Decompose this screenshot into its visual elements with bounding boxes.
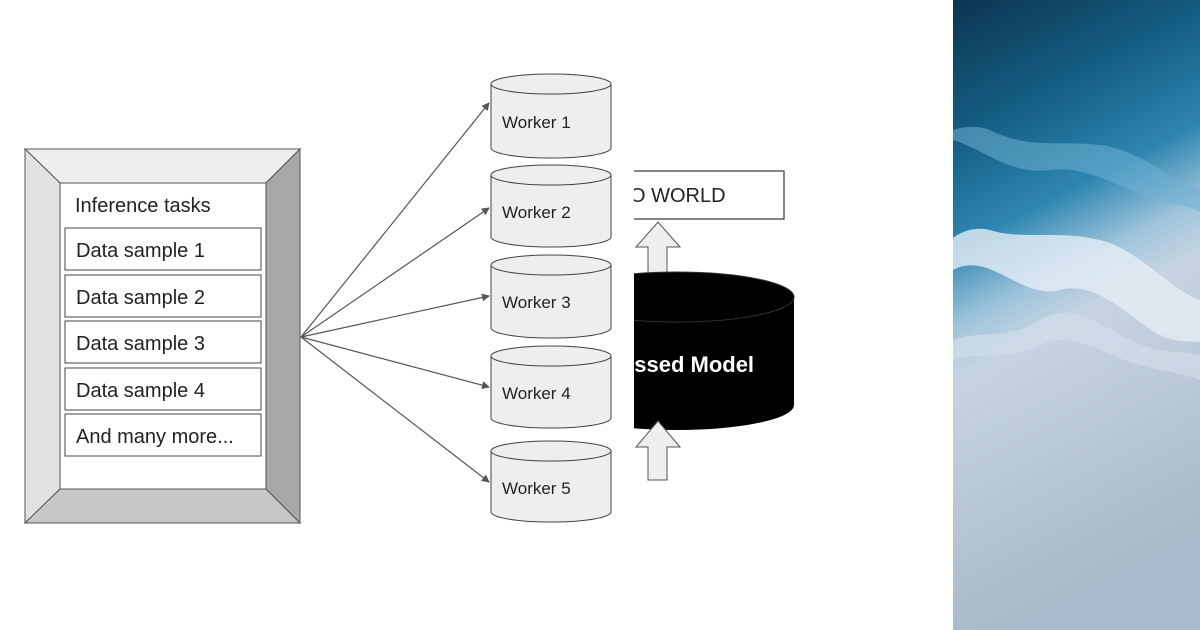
model-label: essed Model xyxy=(622,352,754,377)
sample-label-5: And many more... xyxy=(76,426,234,448)
panel-bevel-right xyxy=(265,147,301,525)
sample-label-1: Data sample 1 xyxy=(76,240,205,262)
worker-cylinder-5: Worker 5 xyxy=(490,440,612,523)
arrow-to-worker-2 xyxy=(300,207,490,338)
arrow-to-worker-4 xyxy=(300,336,490,390)
panel-title: Inference tasks xyxy=(75,195,211,217)
audio-waveform-icon xyxy=(635,481,814,599)
sample-label-3: Data sample 3 xyxy=(76,333,205,355)
dispatch-arrows xyxy=(300,102,490,483)
model-cylinder-rim xyxy=(634,271,795,323)
sample-box-5 xyxy=(64,413,262,457)
worker-cylinder-2: Worker 2 xyxy=(490,164,612,248)
arrow-up-icon xyxy=(634,221,682,280)
sample-box-2 xyxy=(64,274,262,318)
surf-foam xyxy=(953,228,1200,342)
worker-label-2: Worker 2 xyxy=(502,203,571,222)
arrow-to-worker-1 xyxy=(300,102,490,338)
worker-cylinder-4: Worker 4 xyxy=(490,345,612,429)
sample-box-4 xyxy=(64,367,262,411)
sample-box-1 xyxy=(64,227,262,271)
worker-label-5: Worker 5 xyxy=(502,479,571,498)
output-box xyxy=(634,170,785,220)
surf-edge xyxy=(953,312,1200,380)
panel-bevel-bottom xyxy=(23,488,302,524)
arrow-to-worker-3 xyxy=(300,293,490,338)
worker-cylinder-3: Worker 3 xyxy=(490,254,612,339)
model-illustration: O WORLD essed Model xyxy=(622,170,814,599)
sample-label-2: Data sample 2 xyxy=(76,287,205,309)
ocean-photo xyxy=(953,0,1200,630)
worker-cylinder-1: Worker 1 xyxy=(490,73,612,159)
panel-bevel-top xyxy=(23,148,302,184)
panel-bevel-left xyxy=(24,147,61,525)
sample-label-4: Data sample 4 xyxy=(76,380,205,402)
arrow-up-icon xyxy=(634,420,682,481)
worker-label-4: Worker 4 xyxy=(502,384,571,403)
arrow-to-worker-5 xyxy=(300,336,490,483)
task-panel: Inference tasks Data sample 1 Data sampl… xyxy=(23,147,302,525)
worker-label-1: Worker 1 xyxy=(502,113,571,132)
worker-label-3: Worker 3 xyxy=(502,293,571,312)
model-cylinder xyxy=(634,272,794,430)
surf-foam-2 xyxy=(953,126,1200,212)
output-label: O WORLD xyxy=(630,185,726,207)
sample-box-3 xyxy=(64,320,262,364)
